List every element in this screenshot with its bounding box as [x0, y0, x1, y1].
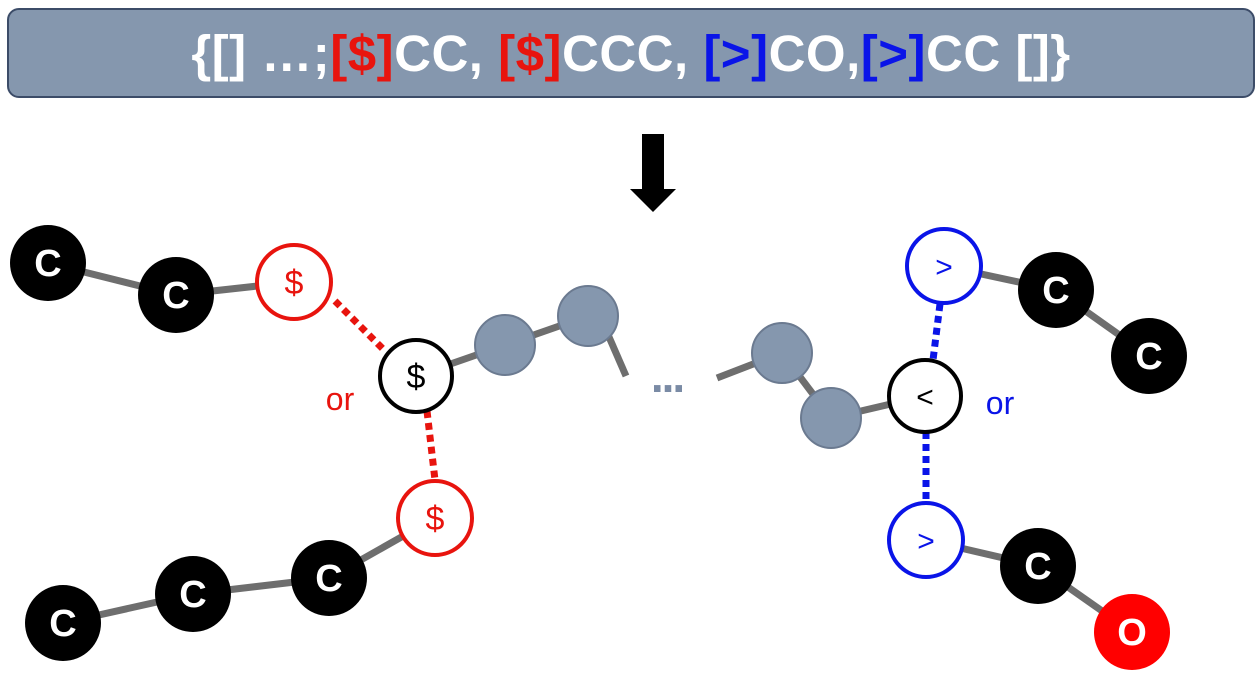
segment-ccc: CCC, [561, 24, 704, 82]
segment-dollar-2: [$] [498, 24, 562, 82]
blue-dotted-bonds [922, 303, 944, 502]
segment-dollar-1: [$] [330, 24, 395, 82]
atom-label: C [1135, 336, 1162, 378]
atom-label: C [1042, 270, 1069, 312]
segment-co: CO, [768, 24, 861, 82]
atom-label: C [1024, 546, 1051, 588]
descriptor-dollar-bottom: $ [396, 479, 474, 557]
chain-ellipsis: ... [651, 350, 683, 402]
carbon-atom: C [138, 257, 214, 333]
carbon-atom: C [1018, 252, 1094, 328]
carbon-atom: C [25, 585, 101, 661]
atom-label: C [49, 603, 76, 645]
atom-label: C [34, 243, 61, 285]
or-label-red: or [326, 381, 355, 417]
segment-greater-1: [>] [703, 24, 769, 82]
descriptor-label: < [916, 381, 934, 414]
descriptor-dollar-center: $ [378, 338, 454, 414]
segment-cc: CC, [394, 24, 499, 82]
or-label-blue: or [986, 385, 1015, 421]
atom-label: C [179, 574, 206, 616]
backbone-bead [474, 314, 536, 376]
carbon-atom: C [291, 540, 367, 616]
carbon-atom: C [10, 225, 86, 301]
atom-label: C [162, 275, 189, 317]
oxygen-atom: O [1094, 594, 1170, 670]
carbon-atom: C [1000, 528, 1076, 604]
descriptor-label: > [917, 525, 935, 558]
dotted-bond [423, 410, 439, 481]
descriptor-less-center: < [887, 358, 963, 434]
descriptor-greater-top: > [905, 227, 983, 305]
dotted-bond [332, 298, 388, 354]
carbon-atom: C [155, 556, 231, 632]
atom-label: C [315, 558, 342, 600]
down-arrow-icon [630, 134, 676, 212]
backbone-beads [474, 285, 862, 449]
descriptor-label: $ [285, 264, 304, 302]
segment-open: {[] …; [191, 24, 331, 82]
atom-label: O [1117, 612, 1147, 654]
carbon-atom: C [1111, 318, 1187, 394]
segment-close: CC []} [926, 24, 1071, 82]
smiles-banner: {[] …;[$]CC, [$]CCC, [>]CO,[>]CC []} [7, 8, 1255, 98]
backbone-bead [751, 322, 813, 384]
segment-greater-2: [>] [860, 24, 926, 82]
backbone-bead [557, 285, 619, 347]
descriptor-label: > [935, 251, 953, 284]
descriptor-label: $ [426, 500, 445, 538]
descriptor-greater-bottom: > [887, 501, 965, 579]
descriptor-dollar-top: $ [255, 243, 333, 321]
bigsmiles-string: {[] …;[$]CC, [$]CCC, [>]CO,[>]CC []} [191, 24, 1070, 83]
dotted-bond [929, 303, 944, 361]
descriptor-label: $ [407, 358, 426, 396]
backbone-bead [800, 387, 862, 449]
